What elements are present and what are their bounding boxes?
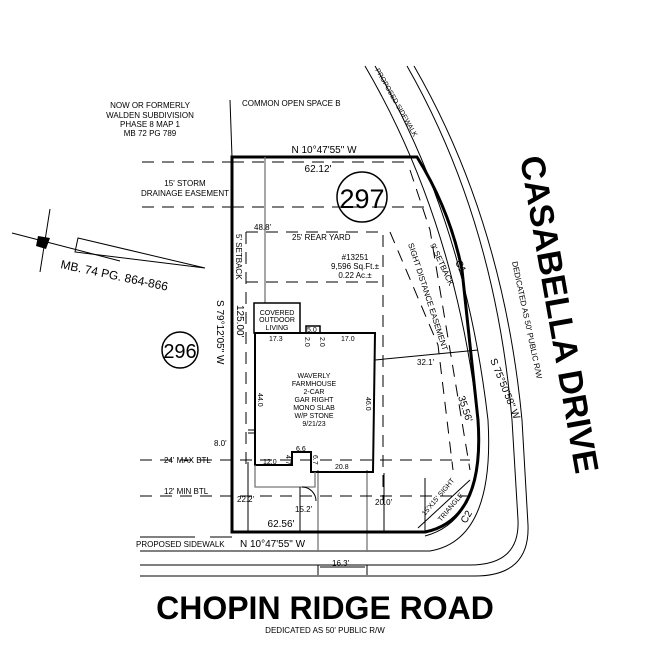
min-btl-label: 12' MIN BTL bbox=[164, 487, 209, 496]
svg-text:9,596 Sq.Ft.±: 9,596 Sq.Ft.± bbox=[331, 262, 380, 271]
distance-right: 35.56' bbox=[455, 395, 474, 424]
lot-number: 297 bbox=[339, 184, 384, 214]
side-setback-label: 5' SETBACK bbox=[234, 234, 243, 280]
bearing-top: N 10°47'55" W bbox=[291, 145, 357, 156]
adjacent-lot-number: 296 bbox=[163, 341, 196, 363]
bearing-left: S 79°12'05" W bbox=[214, 300, 225, 365]
curve-c1: C1 bbox=[452, 259, 468, 276]
svg-text:22.2': 22.2' bbox=[237, 495, 255, 504]
rear-offset: 48.8' bbox=[254, 223, 272, 232]
svg-text:FARMHOUSE: FARMHOUSE bbox=[292, 381, 337, 388]
svg-text:15' STORM: 15' STORM bbox=[164, 179, 206, 188]
svg-text:2.0: 2.0 bbox=[318, 337, 325, 347]
adjacent-owner-note: NOW OR FORMERLY WALDEN SUBDIVISION PHASE… bbox=[106, 101, 194, 138]
front-porch bbox=[254, 465, 316, 488]
bearing-bottom: N 10°47'55" W bbox=[240, 539, 306, 550]
map-book-reference: MB. 74 PG. 864-866 bbox=[59, 257, 169, 294]
rear-yard-setback bbox=[246, 231, 384, 500]
sight-triangle-line bbox=[417, 479, 471, 529]
svg-text:15.2': 15.2' bbox=[295, 505, 313, 514]
svg-text:#13251: #13251 bbox=[342, 253, 369, 262]
distance-bottom: 62.56' bbox=[268, 519, 295, 530]
house-label: WAVERLY FARMHOUSE 2-CAR GAR RIGHT MONO S… bbox=[292, 373, 337, 428]
svg-text:2.0: 2.0 bbox=[303, 337, 310, 347]
svg-text:W/P STONE: W/P STONE bbox=[294, 413, 333, 420]
lot-number-circle bbox=[336, 171, 388, 223]
common-open-space-label: COMMON OPEN SPACE B bbox=[242, 99, 341, 108]
site-distances: 8.0' 22.2' 15.2' 20.0' bbox=[214, 439, 393, 514]
svg-text:9/21/23: 9/21/23 bbox=[302, 421, 325, 428]
right-sidewalk-label: PROPOSED SIDEWALK bbox=[373, 68, 418, 139]
right-setback-label: 9' SETBACK bbox=[428, 242, 456, 288]
door-swing bbox=[301, 486, 317, 502]
nine-foot-setback bbox=[409, 169, 471, 471]
distance-top: 62.12' bbox=[305, 164, 332, 175]
svg-text:12.0: 12.0 bbox=[263, 459, 277, 466]
svg-text:NOW OR FORMERLY: NOW OR FORMERLY bbox=[110, 101, 191, 110]
svg-text:COVERED: COVERED bbox=[260, 310, 295, 317]
storm-easement-label: 15' STORM DRAINAGE EASEMENT bbox=[141, 179, 229, 198]
svg-text:20.8: 20.8 bbox=[335, 464, 349, 471]
street-name-bottom: CHOPIN RIDGE ROAD bbox=[156, 590, 494, 626]
svg-text:5.0: 5.0 bbox=[307, 327, 317, 334]
driveway-width: 16.3' bbox=[332, 559, 350, 568]
svg-text:46.0: 46.0 bbox=[364, 397, 371, 411]
sidewalk-lines bbox=[140, 65, 529, 577]
svg-text:2-CAR: 2-CAR bbox=[303, 389, 324, 396]
svg-text:MB 72 PG 789: MB 72 PG 789 bbox=[124, 129, 177, 138]
svg-text:WALDEN SUBDIVISION: WALDEN SUBDIVISION bbox=[106, 111, 194, 120]
bottom-sidewalk-label: PROPOSED SIDEWALK bbox=[136, 540, 225, 549]
distance-left: 125.00' bbox=[234, 305, 245, 338]
north-arrow-icon bbox=[11, 208, 206, 273]
house-footprint bbox=[254, 332, 377, 473]
svg-text:44.0: 44.0 bbox=[256, 393, 263, 407]
lot-info: #13251 9,596 Sq.Ft.± 0.22 Ac.± bbox=[331, 253, 380, 280]
svg-text:17.3: 17.3 bbox=[269, 336, 283, 343]
svg-text:MONO SLAB: MONO SLAB bbox=[293, 405, 335, 412]
street-bottom-subtitle: DEDICATED AS 50' PUBLIC R/W bbox=[265, 626, 385, 635]
driveway-apron bbox=[317, 565, 368, 575]
adjacent-lot-circle bbox=[161, 331, 199, 369]
sight-distance-easement bbox=[389, 231, 454, 471]
leader-line bbox=[229, 99, 233, 158]
side-distance: 32.1' bbox=[417, 358, 435, 367]
svg-text:GAR RIGHT: GAR RIGHT bbox=[295, 397, 335, 404]
max-btl-label: 24' MAX BTL bbox=[164, 456, 211, 465]
svg-text:WAVERLY: WAVERLY bbox=[298, 373, 331, 380]
svg-text:17.0: 17.0 bbox=[341, 336, 355, 343]
svg-text:4.7: 4.7 bbox=[284, 455, 291, 465]
dimension-lines bbox=[247, 349, 479, 532]
svg-text:0.22 Ac.±: 0.22 Ac.± bbox=[338, 271, 372, 280]
rear-yard-label: 25' REAR YARD bbox=[292, 233, 351, 242]
lot-boundary bbox=[230, 155, 481, 534]
driveway bbox=[317, 470, 368, 552]
covered-outdoor-label: COVERED OUTDOOR LIVING bbox=[259, 310, 295, 332]
svg-text:DRAINAGE EASEMENT: DRAINAGE EASEMENT bbox=[141, 189, 229, 198]
house-dimensions: 17.3 5.0 2.0 2.0 17.0 44.0 46.0 12.0 4.7… bbox=[256, 327, 371, 471]
sight-triangle-label: 15'X15' SIGHT TRIANGLE bbox=[421, 477, 465, 523]
svg-text:LIVING: LIVING bbox=[266, 325, 289, 332]
svg-text:20.0': 20.0' bbox=[375, 498, 393, 507]
svg-text:8.0': 8.0' bbox=[214, 439, 227, 448]
svg-text:6.6: 6.6 bbox=[296, 446, 306, 453]
svg-text:PHASE 8 MAP 1: PHASE 8 MAP 1 bbox=[120, 120, 180, 129]
bearing-right: S 75°50'58" W bbox=[487, 357, 522, 421]
svg-text:6.7: 6.7 bbox=[311, 455, 318, 465]
svg-text:OUTDOOR: OUTDOOR bbox=[259, 317, 295, 324]
